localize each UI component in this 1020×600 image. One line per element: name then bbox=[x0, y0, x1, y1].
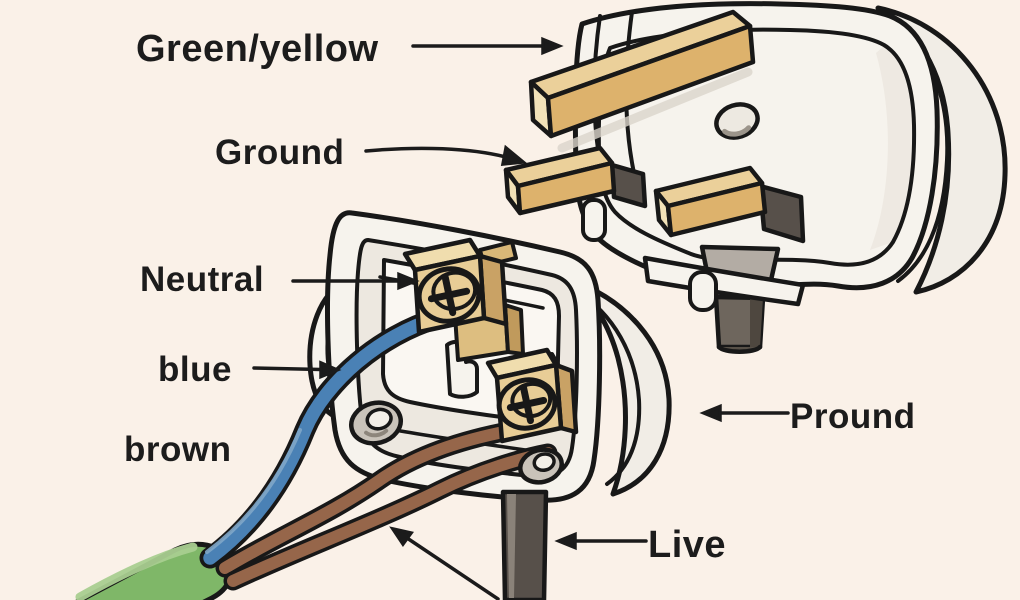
wire-brown-1 bbox=[215, 420, 524, 578]
arrow-brown-wire bbox=[389, 526, 500, 600]
ground-bar-shadow bbox=[557, 67, 753, 153]
arrow-live bbox=[554, 531, 648, 551]
arrow-green-yellow bbox=[411, 36, 564, 56]
live-pin-bottom bbox=[500, 489, 549, 600]
plug-bottom-screw-hole-right bbox=[518, 447, 564, 485]
label-live: Live bbox=[648, 524, 727, 566]
label-ground: Ground bbox=[215, 133, 345, 172]
label-neutral: Neutral bbox=[140, 260, 265, 299]
cable-sheath-highlight bbox=[75, 542, 198, 600]
neutral-pin-top bbox=[503, 145, 648, 216]
arrow-pround bbox=[699, 403, 790, 423]
plug-top-stub bbox=[581, 198, 607, 242]
plug-bottom-side-fin-inner-line bbox=[574, 289, 642, 486]
plug-strap-tab bbox=[688, 270, 718, 312]
label-pround: Pround bbox=[790, 397, 916, 436]
live-terminal bbox=[485, 347, 579, 444]
ground-pin-bar bbox=[528, 9, 756, 139]
plug-top-shading bbox=[870, 45, 915, 250]
arrow-neutral bbox=[291, 271, 420, 291]
neutral-terminal bbox=[402, 237, 525, 362]
live-pin-top bbox=[653, 165, 806, 244]
arrow-blue bbox=[252, 360, 342, 380]
label-green-yellow: Green/yellow bbox=[136, 28, 379, 70]
plug-top bbox=[503, 1, 1008, 354]
plug-bottom-side-fin bbox=[567, 277, 672, 497]
wire-brown-2 bbox=[223, 443, 558, 591]
wire-blue bbox=[199, 307, 449, 569]
terminals bbox=[402, 237, 579, 444]
annotation-arrows bbox=[252, 36, 790, 600]
cable-and-wires bbox=[75, 307, 558, 600]
label-blue: blue bbox=[158, 350, 232, 389]
arrow-ground bbox=[364, 144, 528, 166]
plug-top-screw-hole bbox=[714, 102, 760, 140]
plug-bottom-screw-hole-left bbox=[349, 400, 403, 446]
label-brown: brown bbox=[124, 430, 232, 469]
